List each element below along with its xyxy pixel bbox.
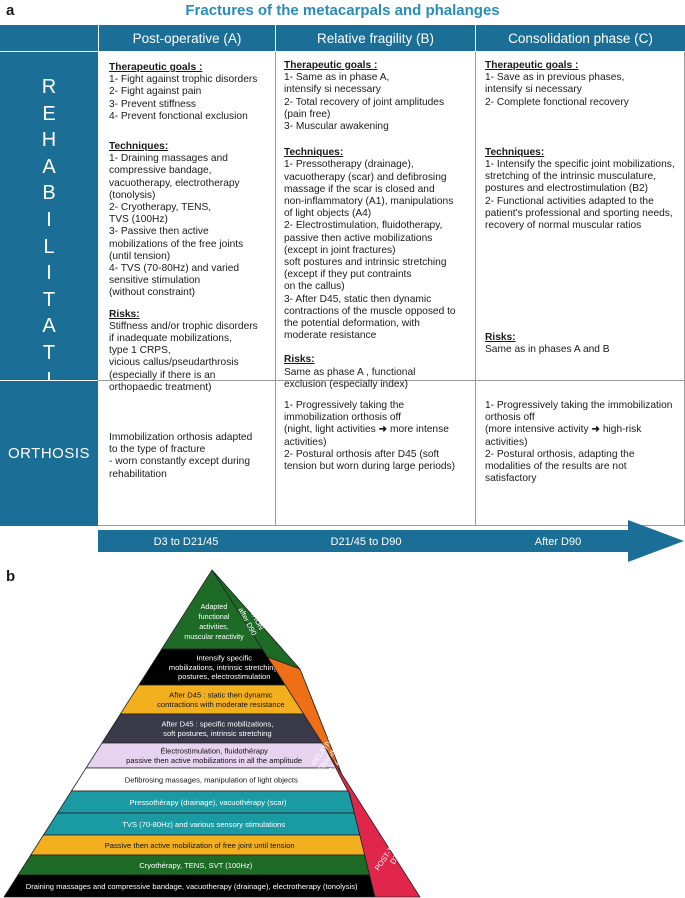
pyramid-level: TVS (70-80Hz) and various sensory stimul… (42, 812, 361, 836)
pyramid-level-text: After D45 : static then dynamic (169, 691, 273, 700)
pyramid-level-text: Adapted (201, 602, 228, 611)
rehab-letter: L (43, 235, 55, 258)
techniques-text: 1- Intensify the specific joint mobiliza… (485, 159, 675, 232)
goals-text: 1- Same as in phase A, intensify si nece… (284, 72, 445, 133)
column-header-post-operative: Post-operative (A) (99, 25, 275, 51)
divider (98, 380, 685, 381)
panel-label-a: a (6, 2, 15, 19)
pyramid-level-text: Cryothérapy, TENS, SVT (100Hz) (139, 861, 253, 870)
panel-label-b: b (6, 568, 16, 585)
techniques-heading: Techniques: (284, 147, 344, 159)
arrow-right-icon: ➜ (591, 424, 600, 436)
pyramid-level-text: Passive then active mobilization of free… (105, 841, 295, 850)
techniques-text: 1- Pressotherapy (drainage), vacuotherap… (284, 159, 456, 342)
orthosis-cell-a: Immobilization orthosis adapted to the t… (99, 428, 275, 481)
risks-text: Same as in phases A and B (485, 344, 610, 356)
rehab-letter: I (46, 262, 52, 285)
techniques-text: 1- Draining massages and compressive ban… (109, 153, 244, 299)
timeline-label-b: D21/45 to D90 (331, 536, 402, 548)
risks-heading: Risks: (284, 354, 315, 366)
rehab-letter: E (42, 102, 56, 125)
pyramid-level-text: mobilizations, intrinsic stretching, (169, 663, 280, 672)
techniques-heading: Techniques: (109, 141, 169, 153)
risks-heading: Risks: (109, 308, 140, 320)
rehab-letter: A (42, 155, 56, 178)
pyramid-level-text: passive then active mobilizations in all… (126, 756, 302, 765)
pyramid-level-text: Intensify specific (196, 653, 252, 662)
row-label-rehabilitation: REHABILITATION (0, 52, 98, 444)
rehab-letter: T (42, 288, 56, 311)
goals-text: 1- Save as in previous phases, intensify… (485, 72, 629, 108)
rehab-letter: T (42, 341, 56, 364)
pyramid-level: Pressothérapy (drainage), vacuothérapy (… (56, 790, 355, 814)
pyramid-level-text: soft postures, intrinsic stretching (163, 729, 271, 738)
pyramid-level-text: TVS (70-80Hz) and various sensory stimul… (122, 820, 285, 829)
goals-text: 1- Fight against trophic disorders 2- Fi… (109, 74, 258, 122)
rehab-cell-b: Therapeutic goals : 1- Same as in phase … (276, 56, 476, 391)
goals-heading: Therapeutic goals : (485, 60, 579, 71)
timeline-arrow: D3 to D21/45 D21/45 to D90 After D90 (98, 520, 684, 562)
divider (98, 525, 685, 526)
rehab-letter: A (42, 315, 56, 338)
pyramid-level-text: contractions with moderate resistance (157, 700, 284, 709)
pyramid-level-text: activities, (199, 622, 229, 631)
risks-text: Same as phase A , functional exclusion (… (284, 366, 416, 390)
row-label-orthosis: ORTHOSIS (0, 381, 98, 526)
pyramid-level-text: Pressothérapy (drainage), vacuothérapy (… (130, 798, 287, 807)
pyramid-level-text: After D45 : specific mobilizations, (161, 720, 273, 729)
orthosis-text-1: 1- Progressively taking the immobilizati… (485, 400, 673, 448)
pyramid-level: Cryothérapy, TENS, SVT (100Hz) (17, 854, 371, 876)
timeline-label-a: D3 to D21/45 (154, 536, 219, 548)
timeline-label-c: After D90 (535, 536, 581, 548)
header-corner (0, 25, 98, 51)
pyramid-level-text: Defibrosing massages, manipulation of li… (125, 775, 298, 784)
pyramid-level: After D45 : specific mobilizations,soft … (101, 713, 330, 744)
goals-heading: Therapeutic goals : (109, 62, 203, 73)
rehab-letter: R (41, 76, 57, 98)
orthosis-text-2: 2- Postural orthosis after D45 (soft ten… (284, 448, 456, 473)
divider (275, 52, 276, 526)
rehab-letter: B (42, 182, 56, 205)
column-header-consolidation: Consolidation phase (C) (476, 25, 685, 51)
divider (475, 52, 476, 526)
rehab-letter: I (46, 368, 52, 391)
orthosis-text: Immobilization orthosis adapted to the t… (109, 432, 253, 480)
risks-text: Stiffness and/or trophic disorders if in… (109, 320, 258, 393)
risks-heading: Risks: (485, 332, 516, 344)
page-title: Fractures of the metacarpals and phalang… (185, 2, 500, 19)
rehab-cell-c: Therapeutic goals : 1- Save as in previo… (476, 56, 685, 357)
pyramid-level-text: postures, electrostimulation (178, 672, 270, 681)
rehab-letter: I (46, 208, 52, 231)
rehab-cell-a: Therapeutic goals : 1- Fight against tro… (99, 58, 275, 394)
goals-heading: Therapeutic goals : (284, 60, 378, 71)
pyramid-level-text: muscular reactivity (184, 632, 244, 641)
orthosis-cell-b: 1- Progressively taking the immobilizati… (276, 396, 476, 473)
pyramid-level: Draining massages and compressive bandag… (3, 874, 376, 898)
rehab-letter: H (41, 129, 57, 152)
orthosis-cell-c: 1- Progressively taking the immobilizati… (476, 396, 685, 485)
pyramid-level: Électrostimulation, fluidothérapypassive… (85, 742, 340, 769)
column-header-relative-fragility: Relative fragility (B) (276, 25, 475, 51)
pyramid-level-text: Draining massages and compressive bandag… (26, 882, 358, 891)
pyramid-level-text: functional (199, 612, 230, 621)
orthosis-text-2: 2- Postural orthosis, adapting the modal… (485, 448, 635, 485)
pyramid-level: Passive then active mobilization of free… (29, 834, 366, 856)
arrow-right-icon: ➜ (378, 424, 388, 436)
techniques-heading: Techniques: (485, 146, 545, 158)
orthosis-text-1: 1- Progressively taking the immobilizati… (284, 400, 449, 448)
pyramid-level-text: Électrostimulation, fluidothérapy (160, 747, 268, 756)
pyramid-level: Defibrosing massages, manipulation of li… (70, 767, 350, 792)
